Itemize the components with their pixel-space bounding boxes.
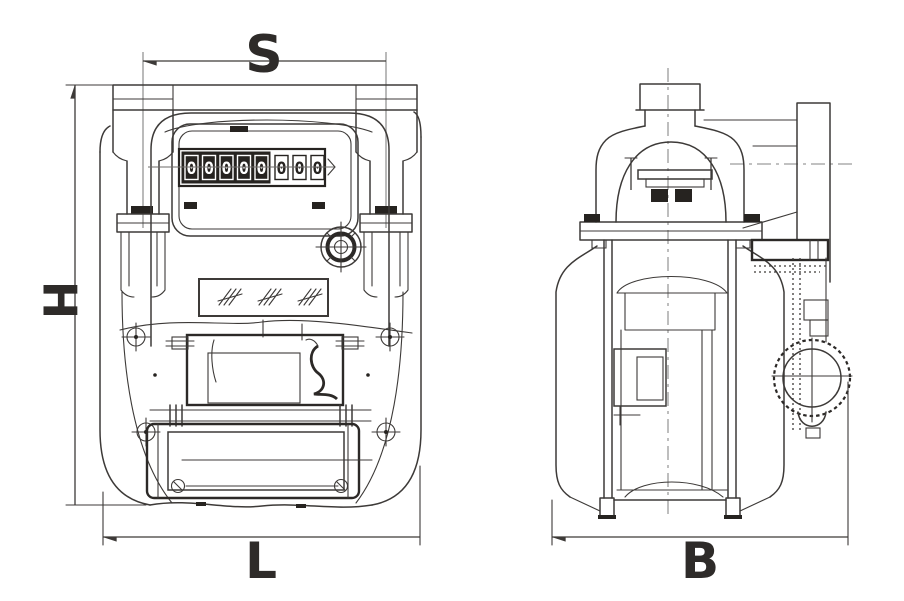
counter-digit: 0 [239,159,249,179]
lower-body [555,239,785,519]
bottom-cover [145,422,373,500]
front-view: S H L [33,25,422,590]
seal-screw-icon [315,221,367,273]
counter-tick [327,158,336,176]
side-bracket [703,102,831,430]
pipe-nut [131,206,153,214]
case-top-seam [164,119,373,133]
mounting-band [149,404,372,427]
register-counter: 0 0 0 0 0 0 0 0 [148,147,336,188]
upper-shell [595,125,745,223]
dimension-s: S [142,25,387,228]
cover-screw-icon [333,478,349,494]
nameplate [198,278,329,317]
counter-digit: 0 [186,159,196,179]
top-plate [112,84,418,111]
outer-hull-left [555,245,598,498]
dim-label-s: S [245,25,282,85]
pipe-connection-right [355,109,418,298]
counter-digit: 0 [312,159,322,179]
counter-digit: 0 [294,159,304,179]
dim-label-l: L [245,532,277,590]
wire-squiggle [309,344,338,401]
cross-screw-icon [121,322,151,352]
pipe-nut [375,206,397,214]
dimension-b: B [552,381,848,590]
counter-digit: 0 [276,159,286,179]
dim-label-b: B [681,532,719,590]
cross-screw-icon [371,417,401,447]
gearbox [750,238,830,262]
window-foot [312,202,325,209]
pipe-connection-left [112,109,174,298]
dim-label-h: H [33,281,87,320]
mechanism-plate [165,333,365,407]
dome-arc [615,141,727,223]
gear-wheel-icon [771,337,853,439]
chamber-arc [616,275,728,294]
hatch-marks-icon [217,288,323,306]
cover-screw-icon [170,478,186,494]
outer-case [99,111,422,508]
register-housing [150,112,390,347]
pipe-stub [635,83,705,127]
inner-shell-seam [355,291,404,504]
window-foot [184,202,197,209]
counter-digit: 0 [204,159,214,179]
flange-band [579,214,763,249]
dimension-h: H [33,85,147,505]
counter-digit: 0 [256,159,266,179]
inner-box [613,348,667,407]
dimension-l: L [103,465,420,590]
body-seam [119,319,413,334]
bottom-seam [149,502,373,508]
cross-screw-icon [375,322,405,352]
outer-hull-right [742,245,785,498]
counter-digit: 0 [221,159,231,179]
side-view: B [552,68,853,590]
window-notch [230,126,248,132]
